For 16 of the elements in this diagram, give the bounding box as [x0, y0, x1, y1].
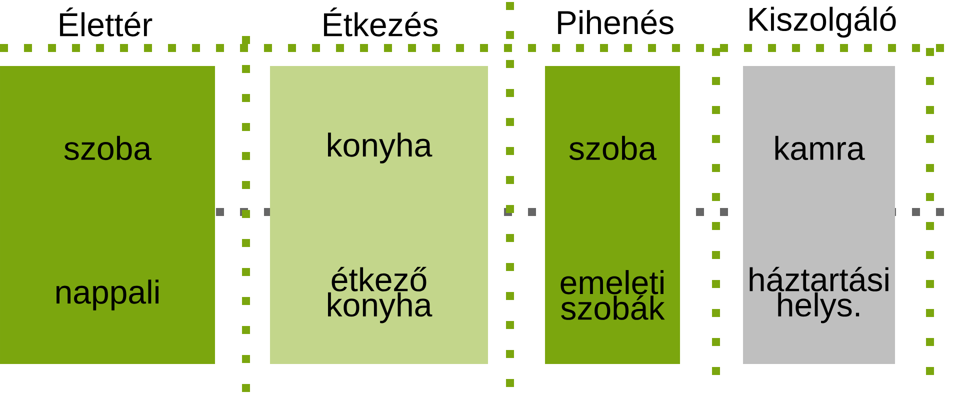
node-label: emeleti szobák: [560, 270, 665, 320]
node-label: háztartási helys.: [750, 266, 888, 324]
room-column: szoba emeleti szobák: [545, 66, 680, 364]
column-heading: Élettér: [60, 8, 152, 36]
column-heading: Pihenés: [558, 10, 674, 34]
room-column: szoba nappali: [0, 66, 215, 364]
node-label: kamra: [775, 136, 865, 160]
node-label: konyha: [328, 132, 432, 164]
node-label: szoba: [569, 136, 657, 160]
node-label: szoba: [64, 136, 152, 160]
node-label: nappali: [56, 280, 158, 310]
column-heading: Étkezés: [324, 8, 438, 36]
room-column: konyha étkező konyha: [270, 66, 488, 364]
node-label: étkező konyha: [328, 266, 432, 324]
room-column: kamra háztartási helys.: [743, 66, 895, 364]
column-heading: Kiszolgáló: [750, 6, 896, 38]
